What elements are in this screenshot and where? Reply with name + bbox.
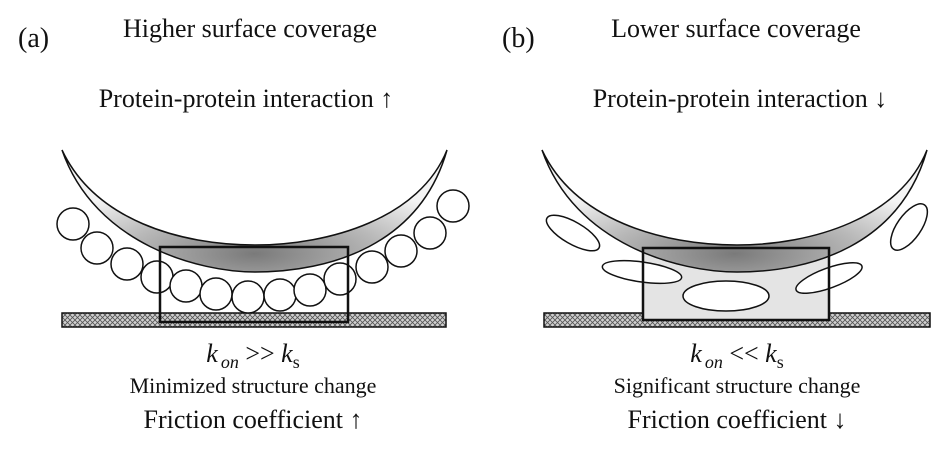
- protein-circle: [355, 250, 389, 284]
- panel-a-label: (a): [18, 23, 49, 54]
- protein-ellipse: [545, 214, 601, 252]
- panel-a-contact-box: [158, 245, 350, 324]
- panel-b-title: Lower surface coverage: [611, 14, 861, 43]
- panel-b-structure: Significant structure change: [614, 373, 861, 398]
- protein-circle: [110, 247, 144, 281]
- protein-circle: [56, 207, 90, 241]
- panel-b-interaction: Protein-protein interaction ↓: [593, 84, 888, 113]
- panel-b-curved-surface: [541, 149, 928, 273]
- protein-circle: [140, 260, 174, 294]
- protein-ellipse: [682, 280, 770, 312]
- protein-circle: [384, 234, 418, 268]
- panel-a-friction: Friction coefficient ↑: [143, 405, 362, 434]
- panel-a: (a) Higher surface coverage Protein-prot…: [18, 14, 470, 434]
- panel-a-structure: Minimized structure change: [130, 373, 377, 398]
- protein-circle: [263, 278, 297, 312]
- protein-circle: [231, 280, 265, 314]
- protein-circle: [413, 216, 447, 250]
- protein-circle: [80, 231, 114, 265]
- protein-circle: [169, 269, 203, 303]
- protein-circle: [293, 273, 327, 307]
- protein-circle: [323, 262, 357, 296]
- panel-a-curved-surface: [61, 149, 448, 273]
- panel-a-title: Higher surface coverage: [123, 14, 377, 43]
- panel-a-proteins: [56, 189, 470, 314]
- panel-b-label: (b): [502, 23, 535, 54]
- panel-a-interaction: Protein-protein interaction ↑: [99, 84, 394, 113]
- protein-circle: [436, 189, 470, 223]
- protein-ellipse: [889, 203, 929, 251]
- panel-b-contact-box: [641, 246, 831, 322]
- protein-circle: [199, 277, 233, 311]
- panel-b: (b) Lower surface coverage Protein-prote…: [502, 14, 931, 434]
- panel-a-substrate: [61, 312, 447, 328]
- panel-b-friction: Friction coefficient ↓: [627, 405, 846, 434]
